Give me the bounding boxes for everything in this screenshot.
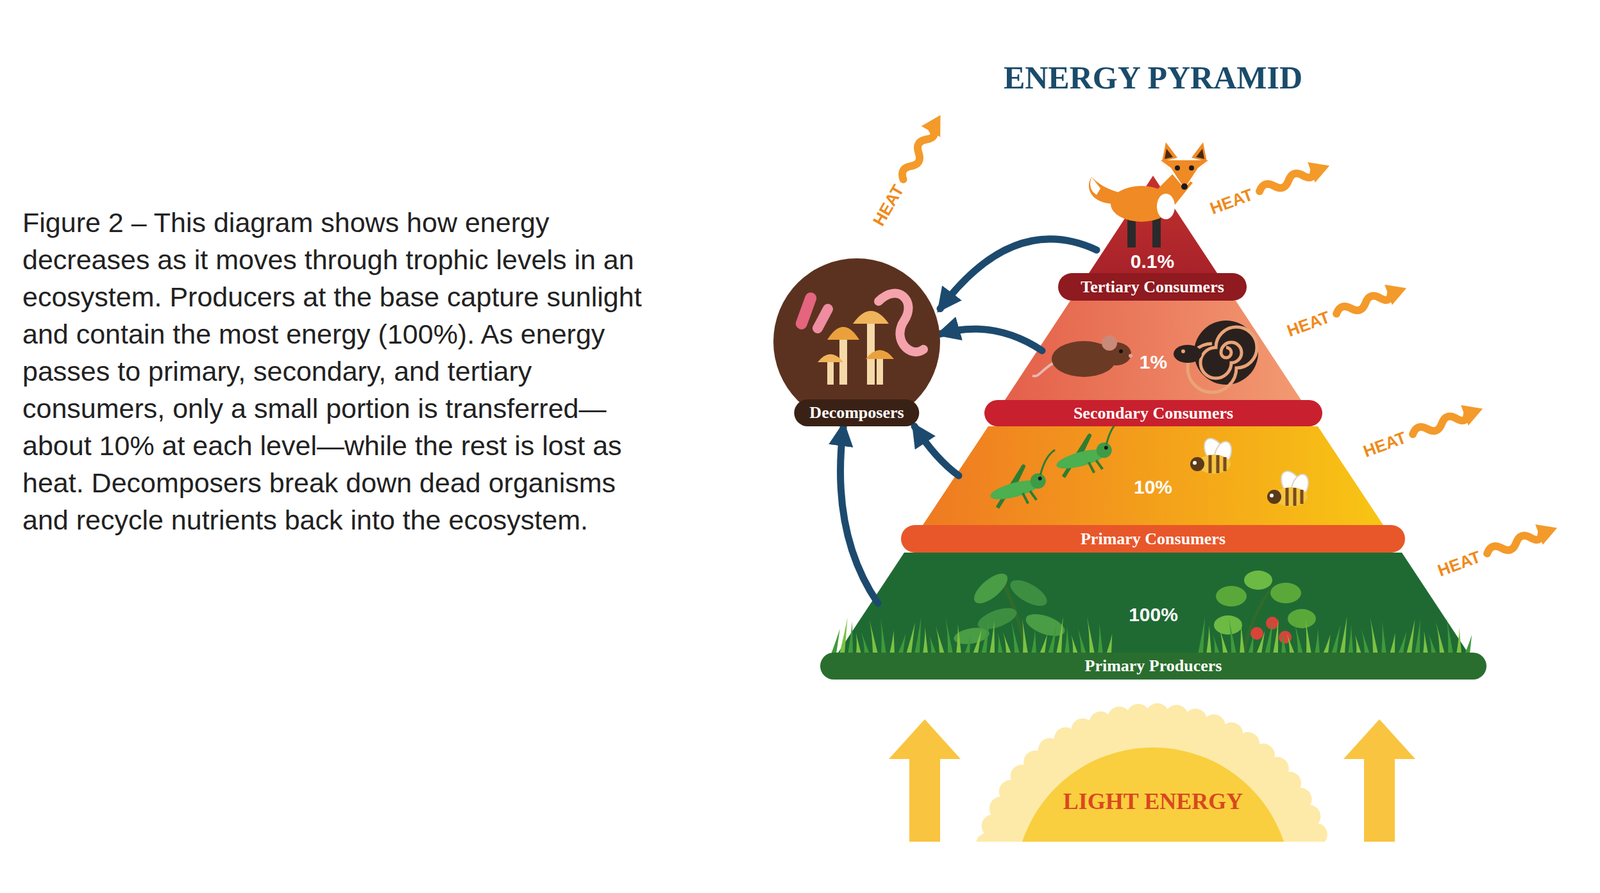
level-label: Tertiary Consumers — [1080, 277, 1225, 298]
heat-label: HEAT — [1434, 545, 1484, 582]
percent-label: 100% — [1128, 603, 1179, 627]
trophic-level: 10% Primary Consumers — [901, 475, 1406, 553]
heat-arrow — [1255, 155, 1334, 203]
sun-label-wrap: LIGHT ENERGY — [969, 787, 1337, 816]
trophic-level: 0.1% Tertiary Consumers — [1058, 250, 1247, 301]
heat-wrap: HEAT — [1434, 545, 1484, 582]
level-band: Tertiary Consumers — [1058, 273, 1247, 301]
percent-wrap: 10% — [901, 475, 1406, 499]
heat-wrap: HEAT — [867, 180, 909, 231]
heat-label: HEAT — [1206, 183, 1256, 220]
heat-label: HEAT — [867, 180, 909, 231]
heat-wrap: HEAT — [1283, 305, 1333, 342]
heat-label: HEAT — [1360, 426, 1409, 463]
heat-label: HEAT — [1283, 305, 1333, 342]
heat-arrow — [1408, 398, 1487, 446]
trophic-level: 1% Secondary Consumers — [984, 350, 1323, 427]
sun-outline — [969, 702, 1337, 843]
percent-label: 0.1% — [1130, 250, 1175, 274]
label-pill: Decomposers — [793, 399, 919, 427]
trophic-level: 100% Primary Producers — [820, 603, 1487, 680]
level-label: Primary Consumers — [1080, 529, 1226, 550]
percent-wrap: 1% — [984, 350, 1323, 374]
decomposer-circle: Decomposers — [773, 258, 941, 427]
heat-arrow — [893, 109, 950, 185]
level-label: Secondary Consumers — [1073, 403, 1234, 424]
percent-wrap: 0.1% — [1058, 250, 1247, 274]
heat-arrow — [1483, 518, 1561, 565]
percent-wrap: 100% — [820, 603, 1487, 627]
heat-arrow — [1332, 278, 1411, 325]
heat-wrap: HEAT — [1360, 426, 1409, 463]
light-arrow — [888, 719, 961, 843]
caption: Figure 2 – This diagram shows how energy… — [22, 203, 664, 539]
level-band: Primary Producers — [820, 652, 1487, 680]
sun-shape: LIGHT ENERGY — [969, 702, 1337, 843]
energy-flow-arrow — [914, 426, 959, 476]
percent-label: 10% — [1133, 475, 1173, 499]
title: ENERGY PYRAMID — [896, 57, 1410, 98]
light-arrow — [1343, 719, 1416, 843]
energy-flow-arrow — [840, 426, 878, 604]
sun-label: LIGHT ENERGY — [1063, 787, 1243, 816]
decomposer-label: Decomposers — [809, 402, 904, 424]
level-label: Primary Producers — [1085, 656, 1223, 677]
heat-wrap: HEAT — [1206, 183, 1256, 220]
level-band: Secondary Consumers — [984, 400, 1323, 427]
title-wrap: ENERGY PYRAMID — [896, 57, 1410, 98]
caption-wrap: Figure 2 – This diagram shows how energy… — [22, 203, 664, 539]
energy-flow-arrow — [940, 328, 1043, 351]
level-band: Primary Consumers — [901, 525, 1406, 553]
percent-label: 1% — [1139, 350, 1168, 374]
